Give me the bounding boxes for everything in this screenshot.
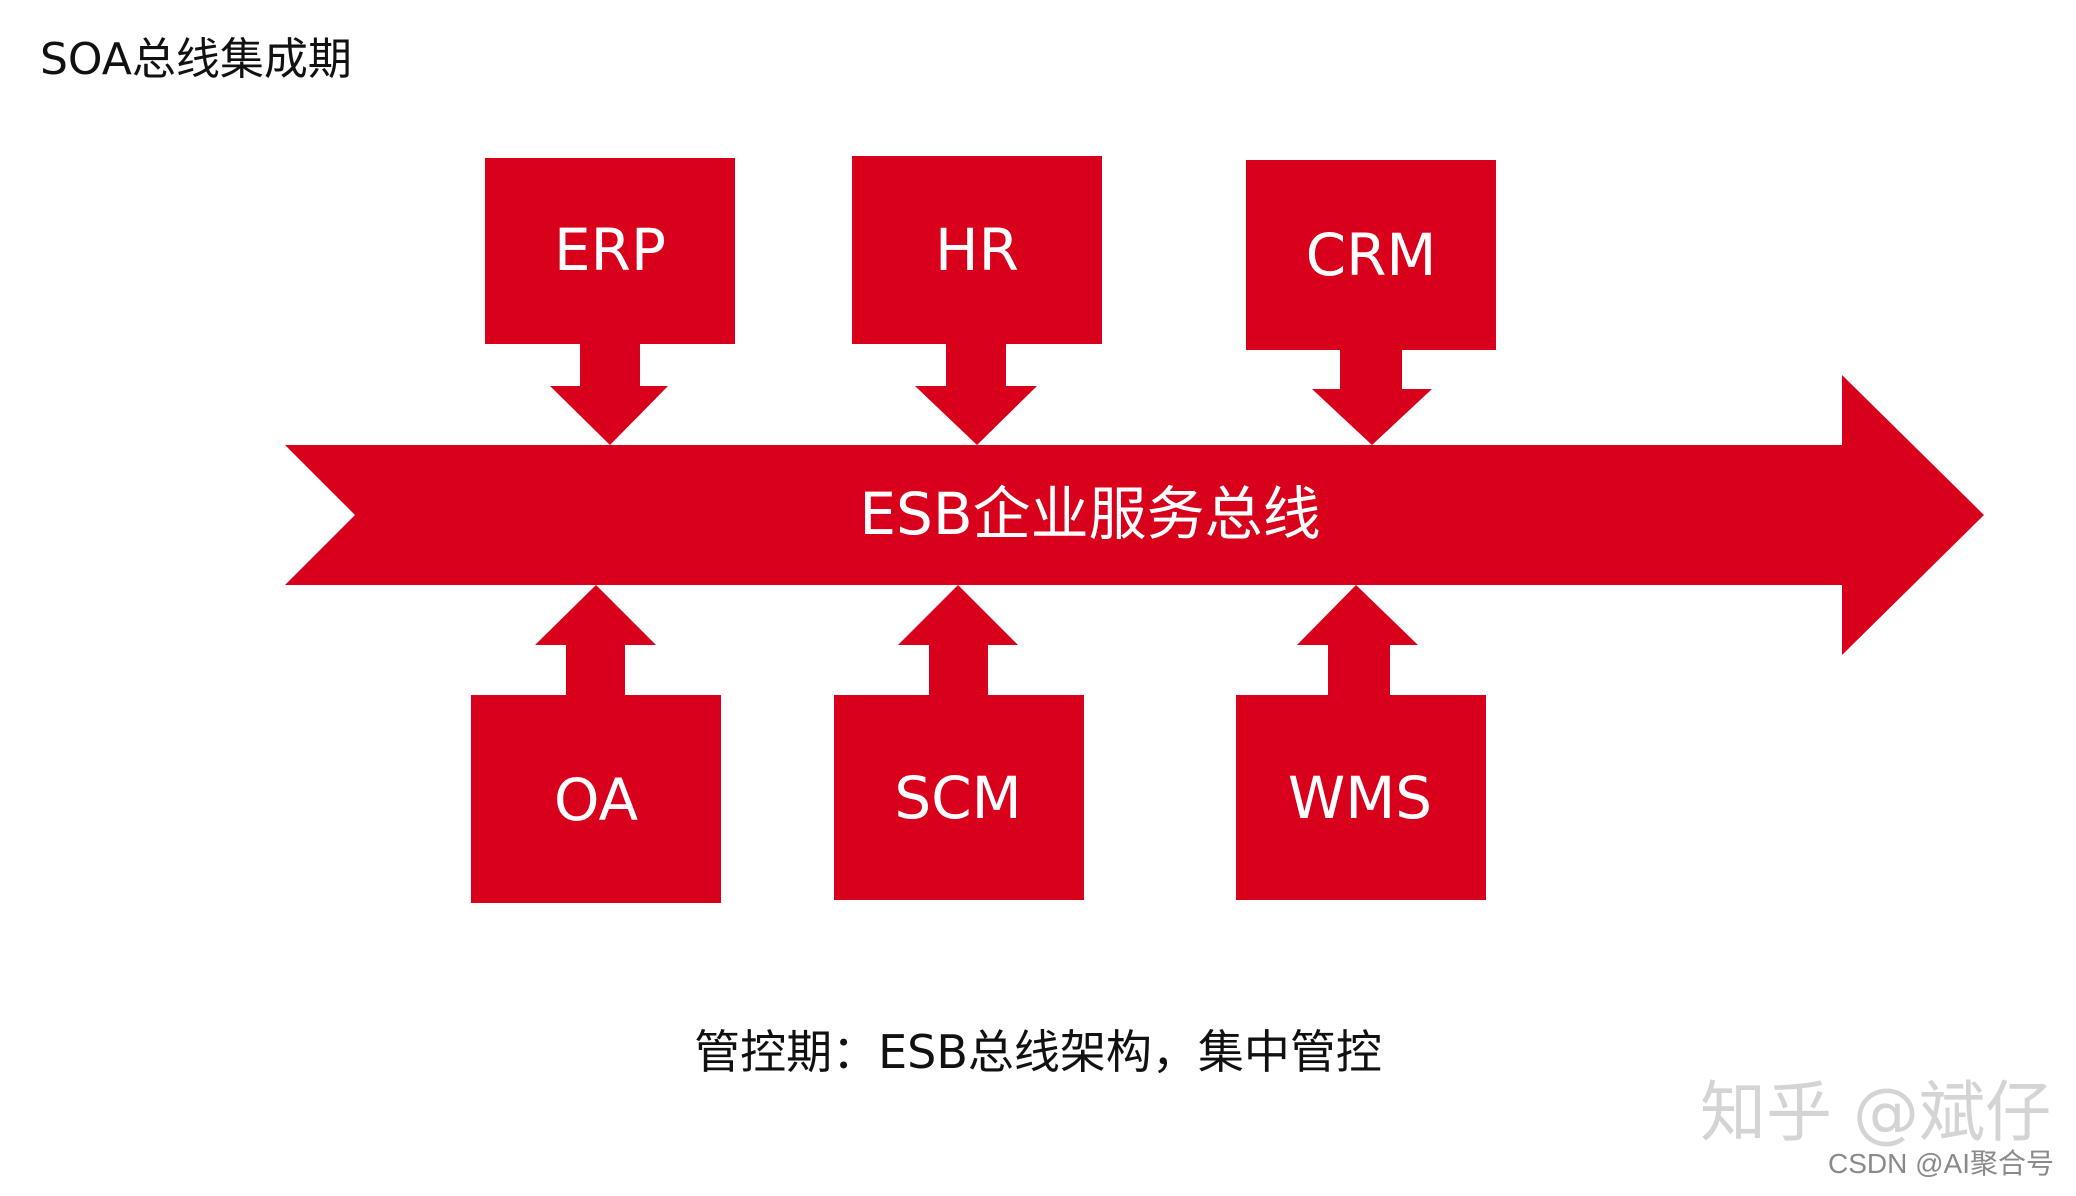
zhihu-watermark: 知乎 @斌仔 [1700,1074,2051,1151]
csdn-watermark: CSDN @AI聚合号 [1828,1148,2054,1179]
system-label-wms: WMS [1288,764,1432,832]
arrow-up-scm [898,585,1018,695]
system-oa: OA [471,585,721,903]
system-label-crm: CRM [1306,221,1437,289]
system-erp: ERP [485,158,735,445]
page-title: SOA总线集成期 [40,34,352,85]
system-wms: WMS [1236,585,1486,900]
arrow-down-crm [1312,350,1432,445]
esb-bus-arrow [285,375,1984,655]
system-label-hr: HR [935,216,1019,284]
arrow-down-erp [550,344,668,445]
system-label-oa: OA [554,766,639,834]
system-scm: SCM [834,585,1084,900]
arrow-up-oa [535,585,656,695]
system-crm: CRM [1246,160,1496,445]
system-label-erp: ERP [554,216,666,284]
diagram-caption: 管控期：ESB总线架构，集中管控 [694,1025,1382,1079]
system-label-scm: SCM [894,764,1021,832]
esb-bus-label: ESB企业服务总线 [859,480,1320,548]
arrow-up-wms [1297,585,1418,695]
system-hr: HR [852,156,1102,445]
arrow-down-hr [915,344,1037,445]
